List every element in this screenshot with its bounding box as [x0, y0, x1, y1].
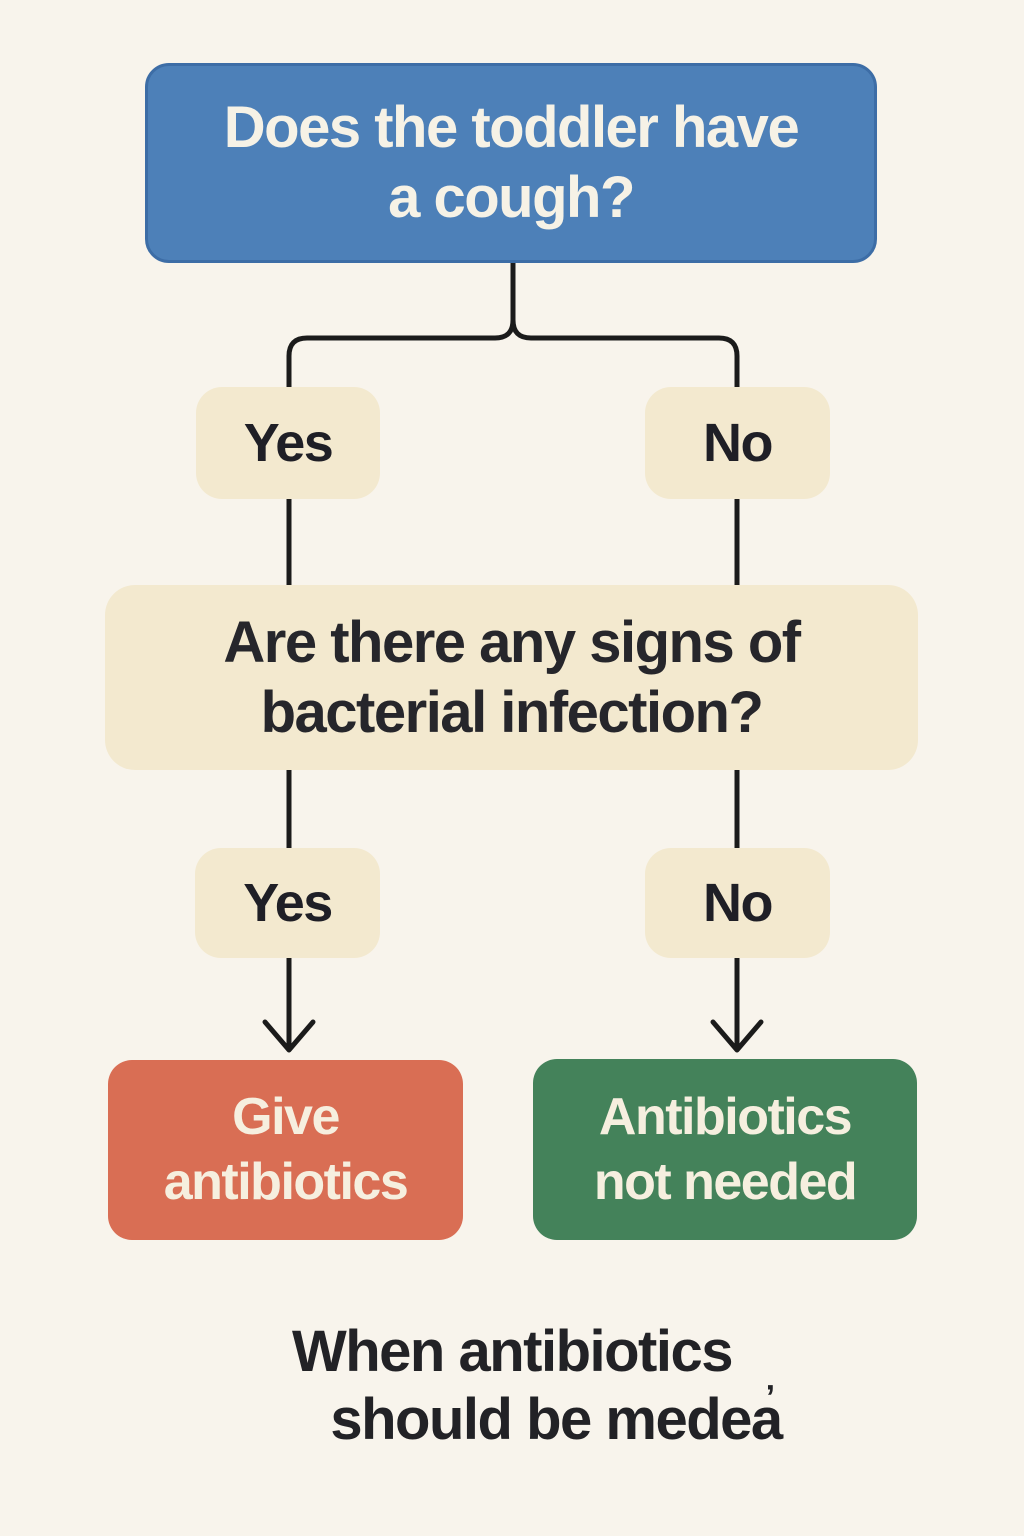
antibiotics-not-needed-line-2: not needed [593, 1152, 858, 1211]
second-question-line-1: Are there any signs of [223, 609, 801, 675]
caption-line-2-text: should be medea [330, 1387, 783, 1452]
branch1-yes-box: Yes [196, 387, 380, 499]
root-question-box: Does the toddler have a cough? [145, 63, 877, 263]
branch2-yes-box: Yes [195, 848, 380, 958]
branch2-no-box: No [645, 848, 830, 958]
give-antibiotics-box: Give antibiotics [108, 1060, 463, 1240]
stray-mark: ʼ [765, 1379, 775, 1417]
give-antibiotics-line-1: Give [232, 1088, 340, 1146]
second-question-line-2: bacterial infection? [260, 679, 764, 745]
connector-root-to-no1 [510, 260, 740, 390]
second-question-box: Are there any signs of bacterial infecti… [105, 585, 918, 770]
caption-line-2: should be medeaʼ [48, 1379, 1024, 1462]
root-question-line-1: Does the toddler have [223, 95, 800, 160]
branch2-yes-label: Yes [243, 873, 333, 933]
caption: When antibiotics should be medeaʼ [0, 1318, 1024, 1462]
branch1-no-label: No [703, 413, 773, 473]
branch1-yes-label: Yes [243, 413, 334, 473]
branch1-no-box: No [645, 387, 830, 499]
root-question-line-2: a cough? [388, 165, 635, 230]
arrowhead-left [262, 1019, 316, 1053]
branch2-no-label: No [703, 873, 773, 933]
give-antibiotics-line-2: antibiotics [163, 1153, 409, 1211]
caption-line-1: When antibiotics [292, 1319, 734, 1384]
antibiotics-not-needed-line-1: Antibiotics [598, 1087, 853, 1146]
arrowhead-right [710, 1019, 764, 1053]
antibiotics-not-needed-box: Antibiotics not needed [533, 1059, 917, 1240]
connector-root-to-yes1 [286, 260, 516, 390]
